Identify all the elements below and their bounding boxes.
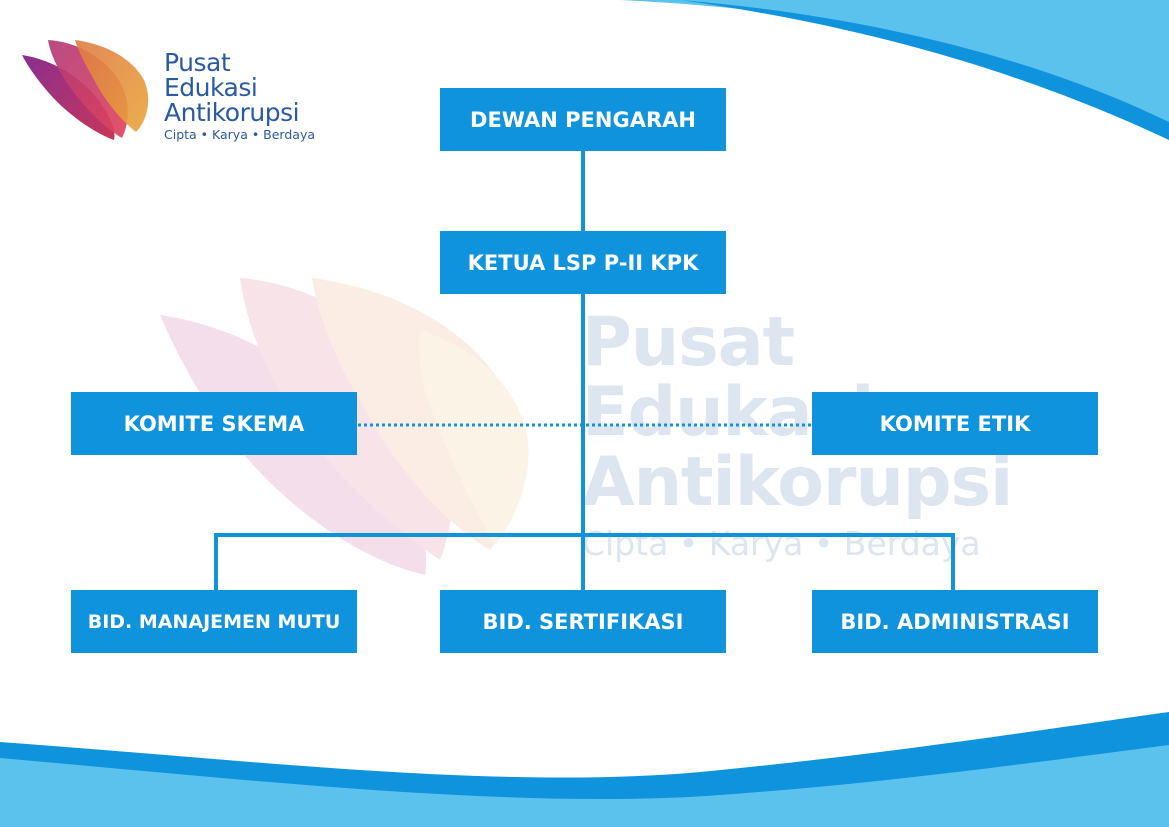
box-ketua: KETUA LSP P-II KPK: [440, 231, 726, 294]
box-bid-administrasi: BID. ADMINISTRASI: [812, 590, 1098, 653]
logo-line-1: Pusat: [164, 48, 231, 77]
top-right-wave-light: [620, 0, 1169, 140]
box-komite-etik: KOMITE ETIK: [812, 392, 1098, 455]
box-bid-sertifikasi: BID. SERTIFIKASI: [440, 590, 726, 653]
watermark-text: Pusat Edukasi Antikorupsi Cipta • Karya …: [582, 303, 1013, 564]
logo-line-2: Edukasi: [164, 73, 258, 102]
watermark-line-3: Antikorupsi: [582, 443, 1013, 522]
logo-tagline: Cipta • Karya • Berdaya: [164, 127, 316, 142]
watermark-tagline: Cipta • Karya • Berdaya: [582, 524, 981, 563]
watermark-line-1: Pusat: [582, 303, 795, 382]
box-komite-skema: KOMITE SKEMA: [71, 392, 357, 455]
logo-line-3: Antikorupsi: [164, 98, 300, 127]
logo-text: Pusat Edukasi Antikorupsi Cipta • Karya …: [164, 50, 315, 143]
bottom-wave-light: [0, 745, 1169, 827]
box-dewan-pengarah: DEWAN PENGARAH: [440, 88, 726, 151]
box-bid-manajemen-mutu: BID. MANAJEMEN MUTU: [71, 590, 357, 653]
